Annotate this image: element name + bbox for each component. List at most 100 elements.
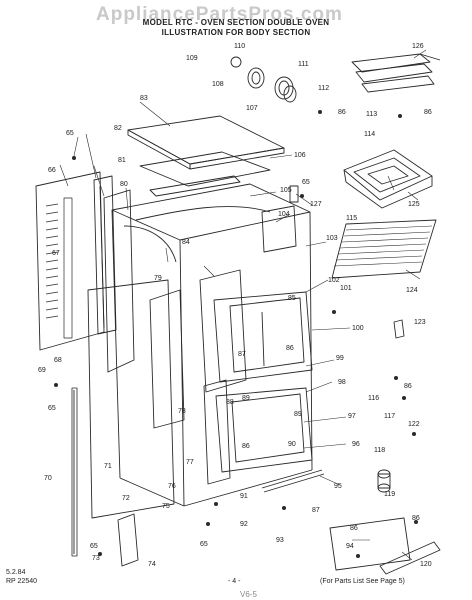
callout-78: 78 — [178, 408, 186, 415]
bottom-plate-94 — [329, 517, 411, 571]
callout-119: 119 — [384, 491, 395, 498]
callout-86: 86 — [242, 443, 250, 450]
footer-date: 5.2.84 — [6, 569, 26, 576]
callout-83: 83 — [140, 95, 148, 102]
callout-111: 111 — [298, 61, 309, 68]
upper-door-frame — [213, 291, 313, 383]
callout-123: 123 — [414, 319, 426, 326]
callout-100: 100 — [352, 325, 364, 332]
callout-66: 66 — [48, 167, 56, 174]
callout-70: 70 — [44, 475, 52, 482]
callout-65: 65 — [200, 541, 208, 548]
bracket-120 — [379, 541, 441, 575]
callout-68: 68 — [54, 357, 62, 364]
oven-rack-124 — [331, 219, 437, 279]
callout-126: 126 — [412, 43, 424, 50]
callout-84: 84 — [182, 239, 190, 246]
callout-86: 86 — [286, 345, 294, 352]
callout-86: 86 — [424, 109, 432, 116]
callout-71: 71 — [104, 463, 112, 470]
callout-109: 109 — [186, 55, 198, 62]
side-panel-80 — [103, 189, 135, 373]
callout-76: 76 — [168, 483, 176, 490]
oven-body — [111, 183, 313, 507]
leader-lines — [59, 49, 427, 561]
callout-103: 103 — [326, 235, 338, 242]
callout-107: 107 — [246, 105, 258, 112]
panel-104 — [261, 205, 297, 253]
callout-124: 124 — [406, 287, 418, 294]
callout-116: 116 — [368, 395, 379, 402]
strip-105 — [149, 175, 241, 197]
callout-86: 86 — [338, 109, 346, 116]
bake-pan-114 — [343, 149, 433, 209]
callout-117: 117 — [384, 413, 395, 420]
callout-85: 85 — [288, 295, 296, 302]
back-panel-66 — [35, 171, 105, 351]
diagram-title: MODEL RTC - OVEN SECTION DOUBLE OVEN — [142, 18, 330, 27]
callout-81: 81 — [118, 157, 126, 164]
bottom-strip-95 — [261, 469, 325, 493]
callout-90: 90 — [288, 441, 296, 448]
side-panel-71 — [87, 279, 175, 519]
callout-122: 122 — [408, 421, 420, 428]
knob-assembly — [230, 56, 297, 103]
callout-96: 96 — [352, 441, 360, 448]
callout-77: 77 — [186, 459, 194, 466]
footer-parts-note: (For Parts List See Page 5) — [320, 578, 405, 585]
upper-liner-99 — [199, 269, 247, 393]
callout-102: 102 — [328, 277, 340, 284]
callout-97: 97 — [348, 413, 356, 420]
callout-80: 80 — [120, 181, 128, 188]
footer-part-code: RP 22540 — [6, 578, 38, 585]
callout-115: 115 — [346, 215, 357, 222]
callout-87: 87 — [312, 507, 320, 514]
callout-74: 74 — [148, 561, 156, 568]
callout-114: 114 — [364, 131, 375, 138]
hinge-72 — [117, 513, 139, 567]
callout-91: 91 — [240, 493, 248, 500]
callout-120: 120 — [420, 561, 432, 568]
callout-65: 65 — [48, 405, 56, 412]
callout-82: 82 — [114, 125, 122, 132]
callout-93: 93 — [276, 537, 284, 544]
callout-65: 65 — [90, 543, 98, 550]
callout-127: 127 — [310, 201, 322, 208]
top-panel-83 — [127, 115, 285, 170]
callout-95: 95 — [334, 483, 342, 490]
callout-98: 98 — [338, 379, 346, 386]
callout-87: 87 — [238, 351, 246, 358]
callout-65: 65 — [302, 179, 310, 186]
broil-element-126 — [351, 53, 441, 93]
callout-110: 110 — [234, 43, 245, 50]
callout-94: 94 — [346, 543, 354, 550]
callout-112: 112 — [318, 85, 329, 92]
callout-105: 105 — [280, 187, 292, 194]
clip-123 — [393, 319, 405, 339]
callout-69: 69 — [38, 367, 46, 374]
callout-125: 125 — [408, 201, 420, 208]
footer-bottom-mark: V6-5 — [240, 590, 257, 599]
callout-86: 86 — [350, 525, 358, 532]
callout-106: 106 — [294, 152, 306, 159]
trim-strip-70 — [71, 387, 78, 557]
callout-108: 108 — [212, 81, 224, 88]
callout-73: 73 — [92, 555, 100, 562]
callout-65: 65 — [66, 130, 74, 137]
bracket-127 — [289, 185, 299, 203]
callout-118: 118 — [374, 447, 385, 454]
callout-86: 86 — [412, 515, 420, 522]
callout-104: 104 — [278, 211, 290, 218]
callout-79: 79 — [154, 275, 162, 282]
callout-99: 99 — [336, 355, 344, 362]
callout-101: 101 — [340, 285, 352, 292]
divider-79 — [149, 289, 185, 429]
footer-page-number: - 4 - — [228, 578, 241, 585]
callout-86: 86 — [404, 383, 412, 390]
part-118 — [377, 469, 391, 493]
screws — [54, 110, 418, 558]
diagram-subtitle: ILLUSTRATION FOR BODY SECTION — [161, 28, 311, 37]
callout-88: 88 — [226, 399, 234, 406]
